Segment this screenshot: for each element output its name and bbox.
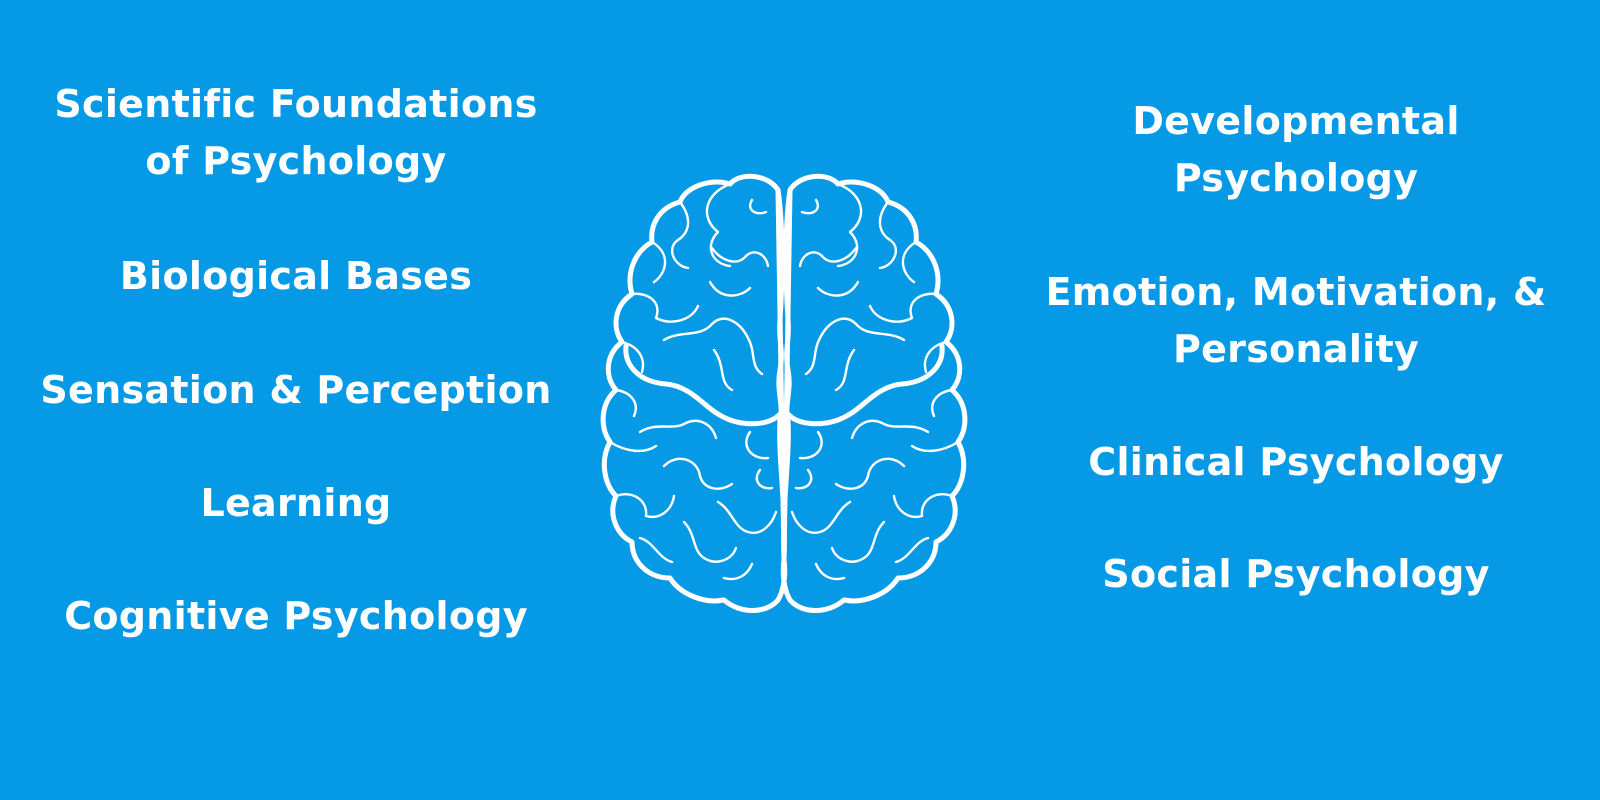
topic-line: Psychology <box>1173 156 1419 200</box>
topic-line: Developmental <box>1132 99 1460 143</box>
topic-line: Biological Bases <box>119 254 473 298</box>
topic-line: Emotion, Motivation, & <box>1045 270 1547 314</box>
topic-cognitive-psychology: Cognitive Psychology <box>64 588 528 645</box>
topic-line: Learning <box>200 481 392 525</box>
topic-social-psychology: Social Psychology <box>1102 546 1489 603</box>
topic-developmental-psychology: Developmental Psychology <box>1132 93 1459 207</box>
topic-line: of Psychology <box>145 139 447 183</box>
topic-line: Sensation & Perception <box>40 368 552 412</box>
topic-learning: Learning <box>200 475 391 532</box>
topic-scientific-foundations: Scientific Foundations of Psychology <box>54 76 537 190</box>
brain-icon <box>600 170 990 620</box>
topic-line: Clinical Psychology <box>1088 440 1504 484</box>
topic-line: Cognitive Psychology <box>64 594 528 638</box>
topic-biological-bases: Biological Bases <box>120 248 472 305</box>
topic-clinical-psychology: Clinical Psychology <box>1088 434 1504 491</box>
topic-line: Social Psychology <box>1102 552 1490 596</box>
topic-line: Personality <box>1172 327 1420 371</box>
topic-line: Scientific Foundations <box>54 82 538 126</box>
topic-emotion-motivation-personality: Emotion, Motivation, & Personality <box>1046 264 1547 378</box>
topic-sensation-perception: Sensation & Perception <box>40 362 551 419</box>
